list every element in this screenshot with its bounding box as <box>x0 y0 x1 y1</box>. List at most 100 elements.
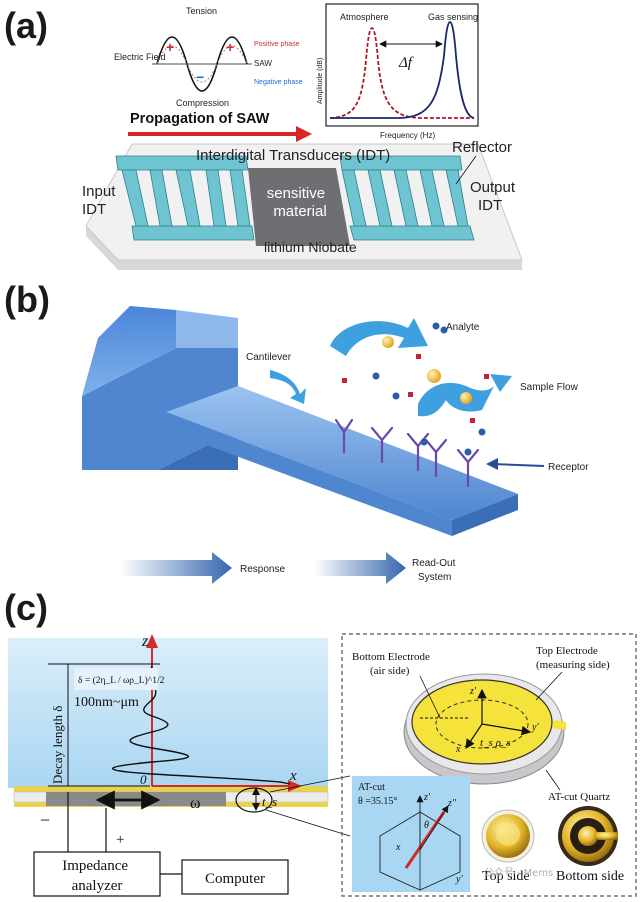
z-dprime-axis <box>419 805 449 851</box>
atmosphere-curve <box>329 27 474 119</box>
top-side-photo <box>481 809 535 863</box>
at-cut-inset <box>352 776 470 892</box>
decay-wave <box>112 665 291 785</box>
saw-wave <box>156 36 248 92</box>
formula-box <box>74 668 158 690</box>
formula-label: δ = (2η_L / ωρ_L)^1/2 <box>78 675 165 686</box>
graph-gas-sensing-label: Gas sensing <box>428 12 478 22</box>
negative-phase-label: Negative phase <box>254 79 303 86</box>
crystal-detail-box <box>341 633 637 897</box>
range-label: 100nm~μm <box>74 695 139 710</box>
watermark: 公众号 · Mems <box>484 867 553 879</box>
arrow-to-response <box>120 552 232 584</box>
theta-label: θ <box>424 820 429 831</box>
quartz-label: AT-cut Quartz <box>548 791 610 803</box>
receptor-pointer-head <box>486 458 498 470</box>
at-cut-label: AT-cut <box>358 782 385 793</box>
analyte-label: Analyte <box>446 322 480 333</box>
receptor-label: Receptor <box>548 462 589 473</box>
z-axis-label: z <box>141 633 149 650</box>
receptor <box>334 418 354 454</box>
panel-b-label: (b) <box>4 279 50 320</box>
cut-plane <box>404 811 446 869</box>
reflector-label: Reflector <box>452 139 512 156</box>
idt-title: Interdigital Transducers (IDT) <box>196 147 390 164</box>
liquid-region <box>8 638 328 788</box>
minus-sign: − <box>196 69 204 85</box>
receptor <box>370 426 394 464</box>
propagation-arrowhead <box>296 126 312 142</box>
cantilever-label: Cantilever <box>246 352 292 363</box>
disk-y-label: y' <box>531 722 539 733</box>
sensitive-material-block <box>248 168 350 246</box>
disk-z-label: z' <box>469 686 477 697</box>
response-label: Response <box>240 564 285 575</box>
zoom-circle <box>235 787 273 813</box>
substrate-label: lithium Niobate <box>264 239 357 255</box>
bottom-electrode-label: Bottom Electrode (air side) <box>352 651 433 677</box>
gas-sensing-curve <box>330 21 475 119</box>
output-idt-label: Output IDT <box>470 179 519 214</box>
inset-y-label: y' <box>455 874 463 885</box>
receptor <box>424 438 448 478</box>
input-idt-label: Input IDT <box>82 183 120 218</box>
cantilever-pointer <box>270 370 306 404</box>
graph-xlabel: Frequency (Hz) <box>380 131 435 140</box>
receptors <box>334 418 480 488</box>
saw-label: SAW <box>254 59 272 68</box>
theta-value-label: θ =35.15° <box>358 796 397 807</box>
frequency-graph: Atmosphere Gas sensing Δf Amplitude (dB)… <box>317 3 479 140</box>
panel-a: (a) Tension Electric Field + + − Positiv… <box>4 3 523 270</box>
plus-sign-1: + <box>166 39 174 55</box>
panel-c-label: (c) <box>4 587 48 628</box>
impedance-analyzer-box <box>33 851 161 897</box>
positive-phase-label: Positive phase <box>254 41 300 48</box>
bottom-electrode-leader <box>419 675 441 719</box>
sensitive-material-label: sensitive material <box>267 185 330 220</box>
analyte-legend-dot <box>432 322 440 330</box>
minus-label: − <box>40 810 50 830</box>
graph-atmosphere-label: Atmosphere <box>340 12 389 22</box>
computer-box <box>181 859 289 895</box>
cantilever-beam <box>166 386 518 536</box>
bottom-side-photo <box>558 806 618 866</box>
receptor <box>456 448 480 488</box>
receptor-pointer <box>491 463 545 467</box>
z-arrowhead <box>146 634 158 648</box>
saw-device: Interdigital Transducers (IDT) Reflector… <box>82 139 523 270</box>
quartz-disk <box>403 673 566 785</box>
x-axis-label: x <box>289 768 297 784</box>
decay-length-label: Decay length δ <box>50 706 65 784</box>
quartz-leader <box>545 769 561 791</box>
output-idt <box>339 155 475 241</box>
panel-b: (b) <box>4 279 589 584</box>
reflector-leader <box>455 155 477 185</box>
substrate-side <box>86 226 522 270</box>
z-dprime-label: z'' <box>447 798 457 809</box>
electric-field-label: Electric Field <box>114 52 166 62</box>
delta-f-label: Δf <box>398 55 414 71</box>
top-electrode-leader <box>535 671 563 701</box>
graph-frame <box>325 3 479 127</box>
readout-label: Read-Out System <box>412 558 458 583</box>
zoom-line-2 <box>265 809 351 837</box>
top-side-label: Top side <box>482 869 530 884</box>
z-prime-label: z' <box>423 792 431 803</box>
compression-label: Compression <box>176 98 229 108</box>
panel-c: (c) ω z x 0 Decay length δ δ = (2η_L / ω… <box>4 587 637 897</box>
omega-label: ω <box>190 795 201 812</box>
sample-flow-arrows <box>330 318 512 417</box>
input-idt <box>115 155 255 241</box>
disk-x-label: x <box>455 744 461 755</box>
arrow-to-readout <box>314 552 406 584</box>
impedance-analyzer-label: Impedance analyzer <box>62 858 132 894</box>
inset-x-label: x <box>395 842 401 853</box>
disk-params-label: t_s ρ_s <box>480 737 511 749</box>
origin-label: 0 <box>140 772 147 787</box>
plus-sign-2: + <box>226 39 234 55</box>
saw-wave-shade <box>156 45 248 83</box>
zoom-line-1 <box>269 775 351 793</box>
tension-label: Tension <box>186 6 217 16</box>
sample-flow-label: Sample Flow <box>520 382 579 393</box>
propagation-label: Propagation of SAW <box>130 111 270 127</box>
